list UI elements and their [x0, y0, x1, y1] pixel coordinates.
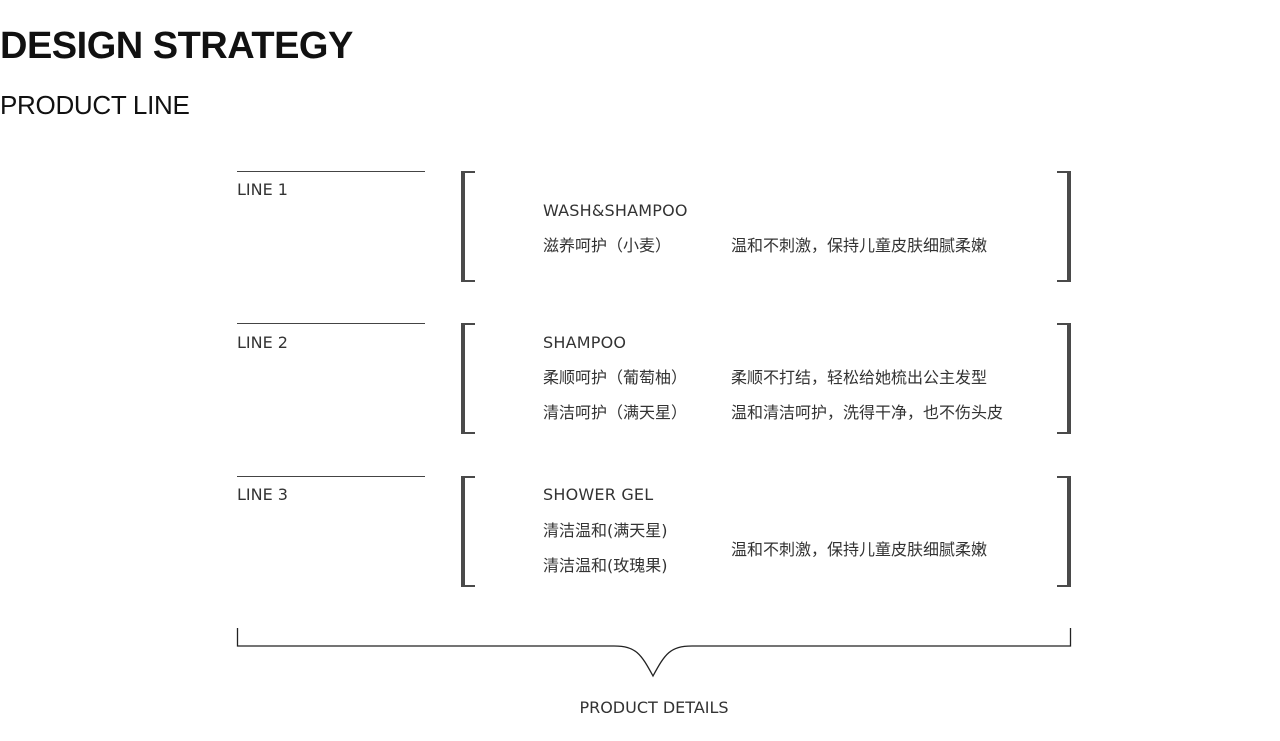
right-bracket-icon	[1057, 171, 1071, 282]
product-description: 柔顺不打结，轻松给她梳出公主发型	[731, 368, 988, 387]
category-title: SHAMPOO	[543, 333, 627, 352]
page-title: DESIGN STRATEGY	[0, 25, 353, 67]
page-subtitle: PRODUCT LINE	[0, 90, 190, 120]
right-bracket-icon	[1057, 323, 1071, 434]
product-description: 温和清洁呵护，洗得干净，也不伤头皮	[731, 403, 1004, 422]
product-description: 温和不刺激，保持儿童皮肤细腻柔嫩	[731, 540, 988, 559]
product-name: 清洁呵护（满天星）	[543, 403, 688, 422]
line-divider	[237, 171, 425, 172]
right-bracket-icon	[1057, 476, 1071, 587]
product-name: 柔顺呵护（葡萄柚）	[543, 368, 688, 387]
product-details-label: PRODUCT DETAILS	[579, 698, 729, 717]
line-label: LINE 1	[237, 180, 288, 199]
product-description: 温和不刺激，保持儿童皮肤细腻柔嫩	[731, 236, 988, 255]
line-label: LINE 2	[237, 333, 288, 352]
product-name: 清洁温和(玫瑰果)	[543, 556, 668, 575]
line-label: LINE 3	[237, 485, 288, 504]
left-bracket-icon	[461, 171, 475, 282]
category-title: WASH&SHAMPOO	[543, 201, 688, 220]
left-bracket-icon	[461, 476, 475, 587]
curly-brace-icon	[236, 628, 1072, 678]
product-name: 清洁温和(满天星)	[543, 521, 668, 540]
line-divider	[237, 476, 425, 477]
category-title: SHOWER GEL	[543, 485, 654, 504]
left-bracket-icon	[461, 323, 475, 434]
line-divider	[237, 323, 425, 324]
product-name: 滋养呵护（小麦）	[543, 236, 672, 255]
